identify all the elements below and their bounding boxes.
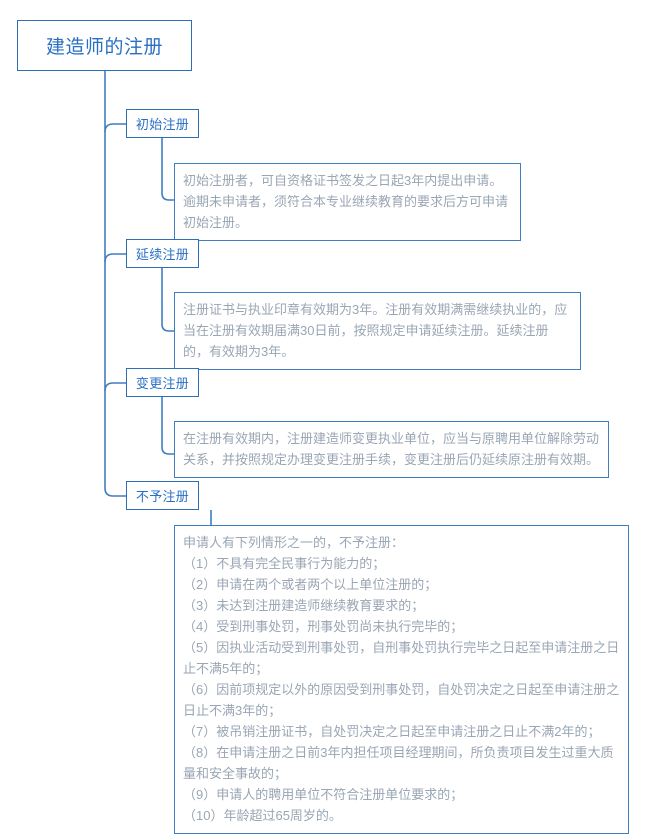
mindmap-canvas: 建造师的注册 初始注册 初始注册者，可自资格证书签发之日起3年内提出申请。 逾期… — [17, 20, 629, 834]
elbow-content-2 — [161, 397, 174, 455]
root-node[interactable]: 建造师的注册 — [17, 20, 192, 71]
content-node-biangeng-zhuce[interactable]: 在注册有效期内，注册建造师变更执业单位，应当与原聘用单位解除劳动 关系，并按照规… — [174, 421, 609, 478]
content-node-yanxu-zhuce[interactable]: 注册证书与执业印章有效期为3年。注册有效期满需继续执业的，应 当在注册有效期届满… — [174, 292, 581, 370]
trunk-line — [104, 71, 126, 497]
elbow-content-1 — [161, 268, 174, 332]
content-node-chushi-zhuce[interactable]: 初始注册者，可自资格证书签发之日起3年内提出申请。 逾期未申请者，须符合本专业继… — [174, 163, 521, 241]
elbow-content-0 — [161, 138, 174, 201]
content-node-text: 注册证书与执业印章有效期为3年。注册有效期满需继续执业的，应 当在注册有效期届满… — [183, 302, 568, 359]
branch-node-buyu-zhuce[interactable]: 不予注册 — [126, 481, 199, 510]
root-node-label: 建造师的注册 — [45, 37, 163, 58]
branch-node-chushi-zhuce[interactable]: 初始注册 — [126, 109, 199, 138]
branch-node-label: 不予注册 — [135, 489, 190, 504]
branch-node-label: 延续注册 — [135, 247, 190, 262]
content-node-buyu-zhuce[interactable]: 申请人有下列情形之一的，不予注册： （1）不具有完全民事行为能力的； （2）申请… — [174, 525, 629, 834]
elbow-branch-2 — [104, 382, 126, 392]
content-node-text: 初始注册者，可自资格证书签发之日起3年内提出申请。 逾期未申请者，须符合本专业继… — [183, 173, 509, 230]
branch-node-yanxu-zhuce[interactable]: 延续注册 — [126, 239, 199, 268]
content-node-text: 申请人有下列情形之一的，不予注册： （1）不具有完全民事行为能力的； （2）申请… — [183, 535, 620, 823]
elbow-branch-1 — [104, 253, 126, 263]
branch-node-label: 初始注册 — [135, 117, 190, 132]
branch-node-biangeng-zhuce[interactable]: 变更注册 — [126, 368, 199, 397]
branch-node-label: 变更注册 — [135, 376, 190, 391]
content-node-text: 在注册有效期内，注册建造师变更执业单位，应当与原聘用单位解除劳动 关系，并按照规… — [183, 431, 600, 467]
elbow-branch-0 — [104, 123, 126, 133]
